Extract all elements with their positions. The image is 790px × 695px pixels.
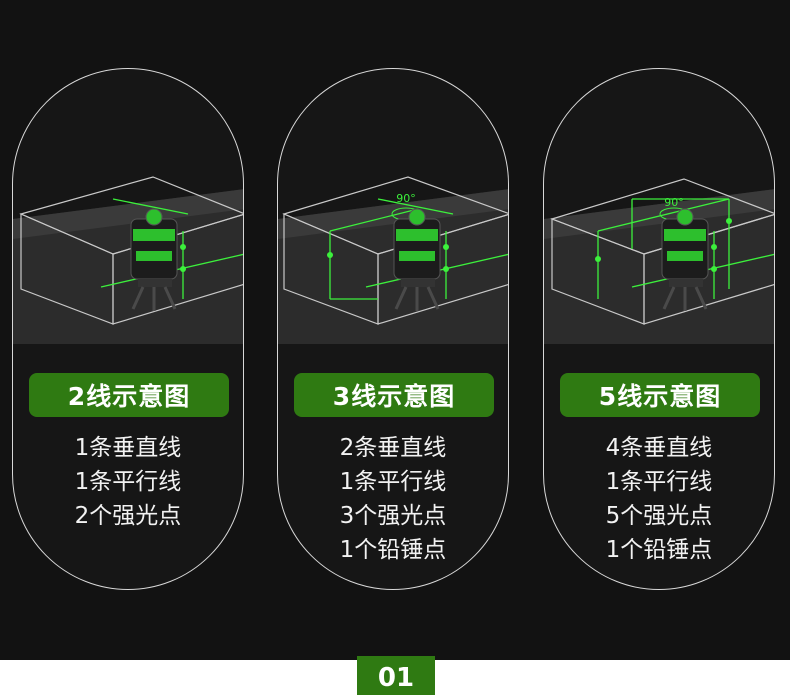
spec-line: 2个强光点 (74, 503, 182, 529)
card-title-5-line: 5线示意图 (560, 373, 760, 417)
spec-line: 1条平行线 (339, 469, 447, 495)
spec-line: 1条垂直线 (74, 435, 182, 461)
card-title-3-line: 3线示意图 (294, 373, 494, 417)
spec-line: 4条垂直线 (605, 435, 713, 461)
angle-label: 90° (396, 192, 416, 205)
card-5-line: 90° 5线示意图 4条垂直线 1条平行线 5个强光点 1个铅锤点 (543, 68, 775, 590)
angle-label: 90° (664, 196, 684, 209)
spec-line: 1个铅锤点 (605, 537, 713, 563)
spec-line: 3个强光点 (339, 503, 447, 529)
card-3-line: 90° 3线示意图 2条垂直线 1条平行线 3个强光点 1个铅锤点 (277, 68, 509, 590)
laser-scene-3-line: 90° (278, 176, 508, 344)
card-specs-3-line: 2条垂直线 1条平行线 3个强光点 1个铅锤点 (278, 431, 508, 567)
page-number-badge: 01 (357, 656, 435, 695)
spec-line: 1条平行线 (74, 469, 182, 495)
spec-line: 5个强光点 (605, 503, 713, 529)
laser-scene-2-line (13, 176, 243, 344)
spec-line: 1条平行线 (605, 469, 713, 495)
card-specs-5-line: 4条垂直线 1条平行线 5个强光点 1个铅锤点 (544, 431, 774, 567)
laser-scene-5-line: 90° (544, 178, 774, 344)
card-specs-2-line: 1条垂直线 1条平行线 2个强光点 (13, 431, 243, 533)
card-title-2-line: 2线示意图 (29, 373, 229, 417)
spec-line: 1个铅锤点 (339, 537, 447, 563)
spec-line: 2条垂直线 (339, 435, 447, 461)
card-2-line: 2线示意图 1条垂直线 1条平行线 2个强光点 (12, 68, 244, 590)
diagram-stage: 2线示意图 1条垂直线 1条平行线 2个强光点 (12, 68, 775, 590)
